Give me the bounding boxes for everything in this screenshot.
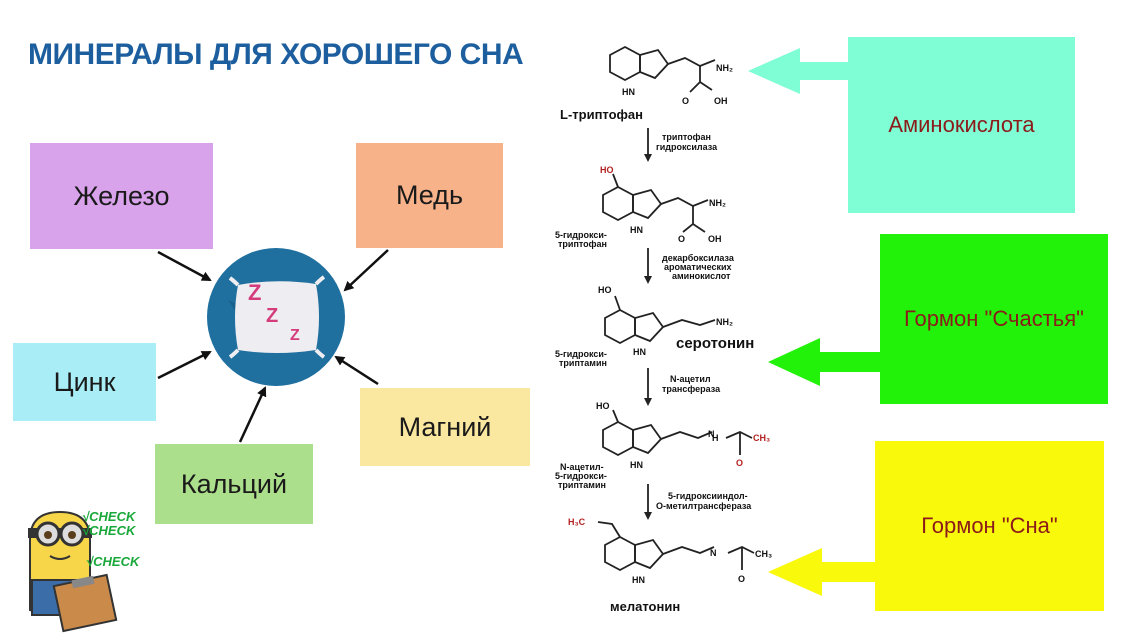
arrow-zinc	[157, 350, 212, 380]
group-o-5: O	[738, 574, 745, 584]
sleeping-pillow-icon: Z Z Z	[207, 248, 345, 386]
group-ch3-5: CH₃	[755, 549, 772, 559]
group-o-1: O	[682, 96, 689, 106]
mineral-box-iron: Железо	[30, 143, 213, 249]
mineral-label-magnesium: Магний	[398, 411, 492, 442]
mineral-label-zinc: Цинк	[53, 366, 116, 397]
group-hn-1: HN	[622, 87, 635, 97]
biosynthesis-pathway	[597, 45, 755, 572]
arrow-magnesium	[334, 355, 379, 386]
nas-label-line3: триптамин	[558, 480, 606, 490]
enzyme4-line1: 5-гидроксииндол-	[668, 491, 748, 501]
mineral-box-copper: Медь	[356, 143, 503, 248]
group-nh2-2: NH₂	[709, 198, 726, 208]
htp-label-line1: 5-гидрокси-	[555, 230, 607, 240]
htm-label-line1: 5-гидрокси-	[555, 349, 607, 359]
label-box-sleep-hormone: Гормон "Сна"	[875, 441, 1104, 611]
molecule-tryptophan	[609, 45, 716, 93]
molecule-n-acetyl-serotonin	[602, 409, 753, 457]
label-amino-acid: Аминокислота	[888, 112, 1035, 137]
mineral-label-calcium: Кальций	[180, 468, 288, 499]
nas-label-line1: N-ацетил-	[560, 462, 604, 472]
serotonin-label: серотонин	[676, 335, 754, 352]
group-oh-2: OH	[708, 234, 722, 244]
group-hn-2: HN	[630, 225, 643, 235]
enzyme2-line2: ароматических	[664, 262, 732, 272]
group-n-amide-2: N	[710, 548, 717, 558]
mascot-illustration: √CHECK √CHECK √CHECK	[28, 509, 141, 633]
label-box-amino-acid: Аминокислота	[848, 37, 1075, 213]
group-nh-amide-1: H	[712, 433, 719, 443]
tryptophan-label: L-триптофан	[560, 107, 643, 122]
enzyme3-line2: трансфераза	[662, 384, 721, 394]
group-nh2-3: NH₂	[716, 317, 733, 327]
molecule-5-hydroxytryptophan	[602, 173, 709, 233]
mineral-box-zinc: Цинк	[13, 343, 156, 421]
label-box-happiness-hormone: Гормон "Счастья"	[880, 234, 1108, 404]
group-hn-4: HN	[630, 460, 643, 470]
group-o-2: O	[678, 234, 685, 244]
mascot-badge-3: √CHECK	[86, 554, 141, 569]
group-ch3-4: CH₃	[753, 433, 770, 443]
sleep-letter-2: Z	[266, 305, 278, 327]
group-h3c-5: H₃C	[568, 517, 586, 527]
arrow-copper	[343, 249, 389, 292]
molecule-serotonin	[604, 295, 716, 345]
sleep-letter-3: Z	[290, 327, 300, 344]
mineral-box-calcium: Кальций	[155, 444, 313, 524]
molecule-melatonin	[597, 521, 755, 572]
group-oh-1: OH	[714, 96, 728, 106]
htp-label-line2: триптофан	[558, 239, 607, 249]
melatonin-label: мелатонин	[610, 599, 680, 614]
nas-label-line2: 5-гидрокси-	[555, 471, 607, 481]
group-ho-3: HO	[598, 285, 612, 295]
enzyme2-line1: декарбоксилаза	[662, 253, 735, 263]
enzyme3-line1: N-ацетил	[670, 374, 711, 384]
sleep-letter-1: Z	[248, 280, 261, 305]
mineral-box-magnesium: Магний	[360, 388, 530, 466]
enzyme1-line2: гидроксилаза	[656, 142, 718, 152]
htm-label-line2: триптамин	[559, 358, 607, 368]
group-o-4: O	[736, 458, 743, 468]
mineral-label-copper: Медь	[395, 180, 464, 210]
enzyme2-line3: аминокислот	[672, 271, 731, 281]
pointer-arrow-sleep	[768, 548, 878, 596]
group-hn-5: HN	[632, 575, 645, 585]
label-happiness-hormone: Гормон "Счастья"	[904, 306, 1084, 331]
group-ho-4: HO	[596, 401, 610, 411]
mascot-badge-2: √CHECK	[82, 523, 137, 538]
mineral-label-iron: Железо	[73, 180, 170, 211]
group-n-amide-1: N	[708, 429, 715, 439]
enzyme1-line1: триптофан	[662, 132, 711, 142]
pointer-arrow-happy	[768, 338, 882, 386]
group-ho-2: HO	[600, 165, 614, 175]
mascot-badge-1: √CHECK	[82, 509, 137, 524]
group-hn-3: HN	[633, 347, 646, 357]
enzyme4-line2: О-метилтрансфераза	[656, 501, 752, 511]
page-title: МИНЕРАЛЫ ДЛЯ ХОРОШЕГО СНА	[28, 38, 524, 71]
pointer-arrow-amino	[748, 48, 850, 94]
group-nh2-1: NH₂	[716, 63, 733, 73]
label-sleep-hormone: Гормон "Сна"	[921, 513, 1058, 538]
arrow-calcium	[238, 386, 267, 443]
arrow-iron	[157, 250, 212, 282]
